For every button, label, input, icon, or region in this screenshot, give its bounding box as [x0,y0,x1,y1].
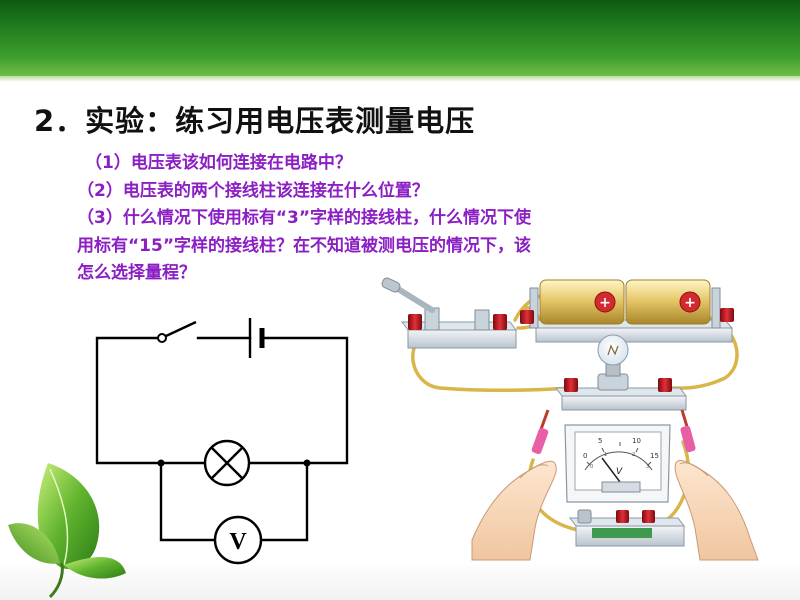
question-list: （1）电压表该如何连接在电路中？ （2）电压表的两个接线柱该连接在什么位置？ （… [77,150,717,288]
circuit-wire-left [95,336,207,465]
circuit-wire-voltmeter-branch [159,461,309,542]
voltmeter-symbol-label: V [229,529,247,555]
junction-dots [157,459,311,467]
meter-scale-0: 0 [583,452,587,460]
right-hand-with-probe [674,409,759,561]
question-line-1: （1）电压表该如何连接在电路中？ [85,153,352,173]
header-banner [0,0,800,76]
header-banner-shine [0,76,800,82]
question-line-2: （2）电压表的两个接线柱该连接在什么位置？ [77,180,429,201]
voltmeter-symbol: V [213,515,263,565]
meter-scale-15: 15 [650,452,659,460]
left-hand-with-probe [471,409,557,561]
lamp-symbol [203,439,251,487]
battery-symbol [248,318,265,358]
knife-switch [381,277,517,349]
floor-reflection [0,560,800,600]
question-line-3: （3）什么情况下使用标有“3”字样的接线柱，什么情况下使 [77,208,532,228]
meter-inner-0: 0 [590,464,593,470]
switch-symbol [157,320,197,343]
slide-title: 2．实验：练习用电压表测量电压 [34,104,476,138]
meter-scale-5: 5 [598,437,602,445]
meter-scale-10: 10 [632,437,641,445]
voltmeter-device: 0 5 10 15 0 1 2 3 V [564,424,685,547]
meter-inner-1: 1 [604,452,607,458]
meter-inner-3: 3 [646,464,649,470]
circuit-diagram: V [95,318,349,565]
meter-inner-2: 2 [632,452,635,458]
question-line-5: 怎么选择量程？ [77,263,196,283]
svg-text:+: + [599,295,611,311]
circuit-wire-right [248,336,349,465]
battery-pack: + + [520,279,734,343]
meter-unit: V [616,467,623,477]
lamp-bulb [555,334,687,411]
apparatus-illustration: + + 0 5 10 15 0 1 2 3 [381,277,759,561]
svg-text:+: + [684,295,696,311]
question-line-4: 用标有“15”字样的接线柱？在不知道被测电压的情况下，该 [77,235,532,256]
decorative-leaf [8,463,126,599]
